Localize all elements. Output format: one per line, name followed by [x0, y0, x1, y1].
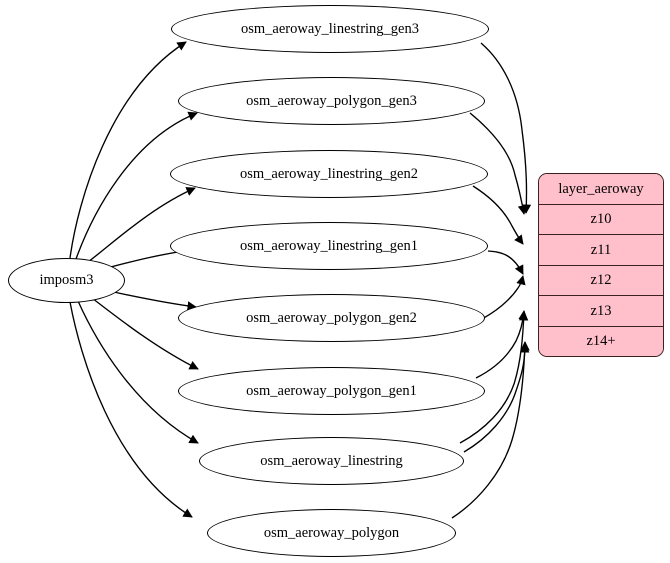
node-osm-aeroway-polygon-gen1[interactable]: osm_aeroway_polygon_gen1	[178, 367, 485, 415]
node-label: osm_aeroway_linestring_gen1	[240, 237, 418, 254]
node-label: osm_aeroway_polygon_gen2	[246, 309, 417, 326]
layer-row-z11[interactable]: z11	[539, 235, 663, 266]
node-label: osm_aeroway_linestring	[260, 452, 403, 469]
node-imposm3-label: imposm3	[39, 272, 94, 289]
edge-linestring-to-z13	[459, 311, 529, 444]
node-osm-aeroway-polygon-gen2[interactable]: osm_aeroway_polygon_gen2	[178, 294, 485, 342]
layer-row-z14[interactable]: z14+	[539, 326, 663, 356]
node-osm-aeroway-linestring-gen2[interactable]: osm_aeroway_linestring_gen2	[170, 150, 488, 198]
edge-imposm3-to-polygon-gen1	[91, 297, 199, 370]
node-osm-aeroway-linestring-gen3[interactable]: osm_aeroway_linestring_gen3	[171, 5, 489, 53]
node-label: osm_aeroway_linestring_gen3	[241, 20, 419, 37]
edge-imposm3-to-polygon	[69, 301, 193, 518]
layer-row-z12[interactable]: z12	[539, 265, 663, 296]
layer-row-z13[interactable]: z13	[539, 296, 663, 327]
node-osm-aeroway-linestring-gen1[interactable]: osm_aeroway_linestring_gen1	[170, 222, 488, 270]
edge-linestring-gen3-to-z10	[480, 42, 532, 214]
node-osm-aeroway-polygon[interactable]: osm_aeroway_polygon	[207, 509, 456, 557]
node-osm-aeroway-polygon-gen3[interactable]: osm_aeroway_polygon_gen3	[178, 77, 485, 125]
layer-row-z10[interactable]: z10	[539, 204, 663, 235]
edge-polygon-gen2-to-z12	[477, 275, 526, 322]
node-label: osm_aeroway_linestring_gen2	[240, 165, 418, 182]
node-layer-aeroway[interactable]: layer_aeroway z10 z11 z12 z13 z14+	[538, 173, 664, 357]
node-label: osm_aeroway_polygon	[263, 524, 400, 541]
edge-linestring-gen1-to-z12	[487, 250, 524, 275]
edge-polygon-to-z14	[451, 343, 530, 519]
node-imposm3[interactable]: imposm3	[8, 258, 125, 303]
edge-imposm3-to-polygon-gen2	[108, 290, 197, 311]
node-osm-aeroway-linestring[interactable]: osm_aeroway_linestring	[199, 437, 464, 485]
edge-imposm3-to-linestring-gen3	[69, 41, 187, 259]
edge-linestring-gen2-to-z11	[472, 185, 524, 245]
edge-polygon-gen3-to-z10	[469, 112, 528, 215]
layer-header: layer_aeroway	[539, 174, 663, 205]
node-label: osm_aeroway_polygon_gen1	[246, 382, 417, 399]
node-label: osm_aeroway_polygon_gen3	[246, 92, 417, 109]
